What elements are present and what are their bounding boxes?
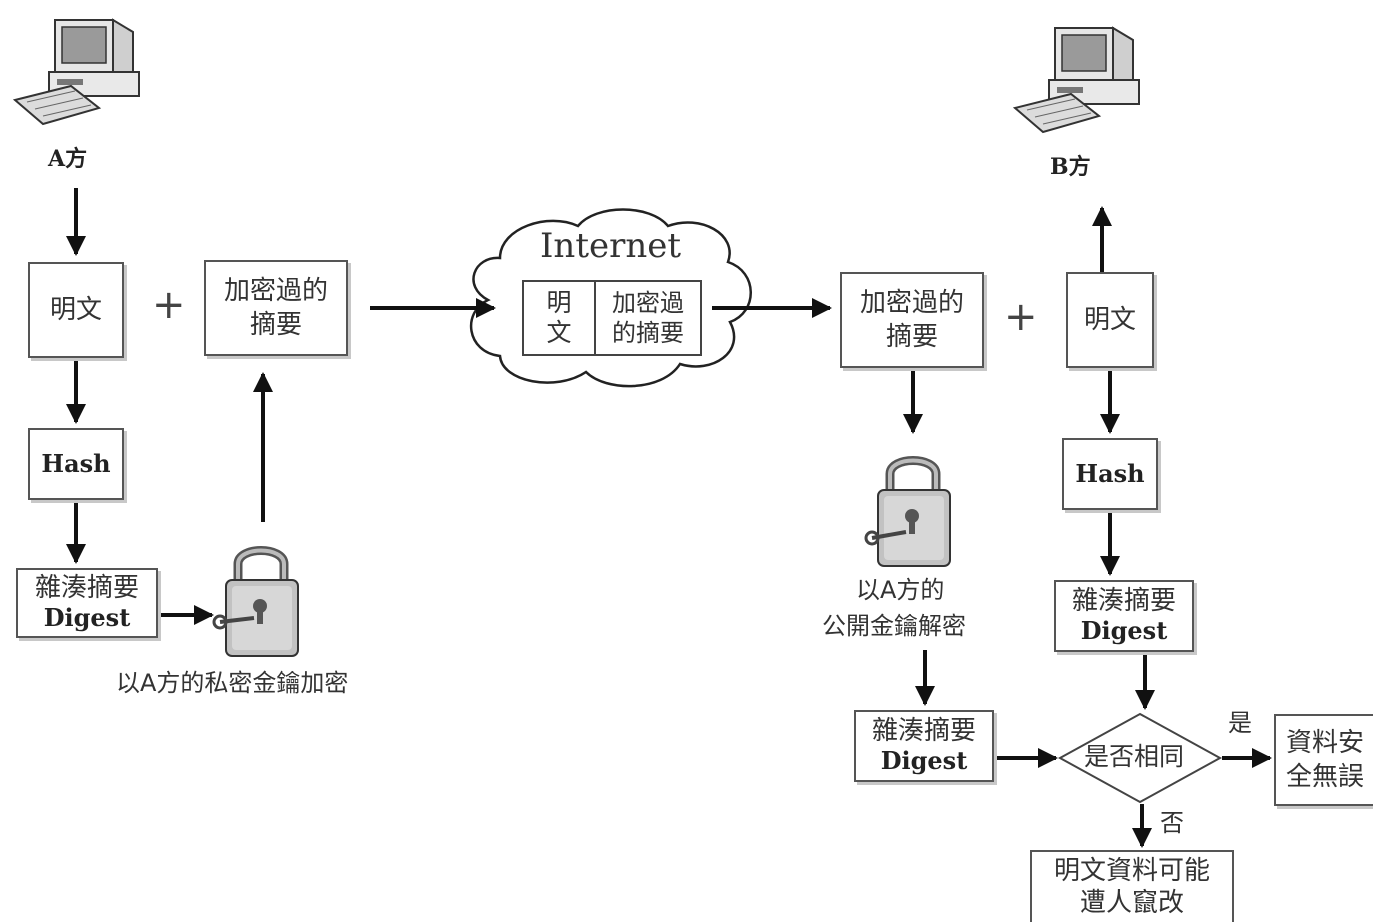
hash-label-right: Hash <box>1075 459 1145 488</box>
compare-label: 是否相同 <box>1084 742 1185 771</box>
digest-b-line1: 雜湊摘要 <box>871 716 976 746</box>
data-safe-line1: 資料安 <box>1286 728 1365 758</box>
packet-plaintext-cell: 明 文 <box>524 282 596 354</box>
tampered-line1: 明文資料可能 <box>1053 856 1210 886</box>
packet-digest-line2: 的摘要 <box>612 319 684 347</box>
tampered-box: 明文資料可能 遭人竄改 <box>1030 850 1234 922</box>
tampered-line2: 遭人竄改 <box>1079 888 1184 918</box>
sender-label: A方 <box>48 146 88 172</box>
digest-a-line2: Digest <box>1080 616 1168 645</box>
private-key-lock-icon <box>212 546 299 657</box>
plaintext-box-right: 明文 <box>1066 272 1154 368</box>
public-key-lock-icon <box>864 456 951 567</box>
digest-box-right-a: 雜湊摘要 Digest <box>1054 580 1194 652</box>
receiver-label: B方 <box>1050 154 1091 180</box>
internet-title: Internet <box>540 226 682 266</box>
computer-b-icon <box>1012 26 1140 134</box>
encrypted-digest-line1-right: 加密過的 <box>859 288 964 318</box>
public-key-caption-line2: 公開金鑰解密 <box>822 612 966 640</box>
digest-box-left: 雜湊摘要 Digest <box>16 568 158 638</box>
packet-digest-line1: 加密過 <box>612 289 684 317</box>
plaintext-label-right: 明文 <box>1083 305 1136 335</box>
data-safe-box: 資料安 全無誤 <box>1274 714 1373 806</box>
encrypted-digest-line2-left: 摘要 <box>249 310 302 340</box>
private-key-caption: 以A方的私密金鑰加密 <box>116 669 349 697</box>
computer-a-icon <box>12 18 140 126</box>
compare-diamond <box>1057 712 1223 804</box>
digest-line1-left: 雜湊摘要 <box>34 573 139 603</box>
digest-line2-left: Digest <box>43 603 131 632</box>
encrypted-digest-box-left: 加密過的 摘要 <box>204 260 348 356</box>
plaintext-label-left: 明文 <box>49 295 102 325</box>
hash-box-right: Hash <box>1062 438 1158 510</box>
packet-plaintext-line1: 明 <box>546 288 572 317</box>
yes-label: 是 <box>1228 709 1252 737</box>
packet-plaintext-line2: 文 <box>546 318 572 347</box>
plaintext-box-left: 明文 <box>28 262 124 358</box>
plus-sign-left: + <box>152 282 186 328</box>
hash-label-left: Hash <box>41 449 111 478</box>
hash-box-left: Hash <box>28 428 124 500</box>
packet-digest-cell: 加密過 的摘要 <box>596 282 700 354</box>
digest-a-line1: 雜湊摘要 <box>1071 586 1176 616</box>
no-label: 否 <box>1160 809 1184 837</box>
data-safe-line2: 全無誤 <box>1286 762 1365 792</box>
internet-packet: 明 文 加密過 的摘要 <box>522 280 702 356</box>
encrypted-digest-line1-left: 加密過的 <box>223 276 328 306</box>
encrypted-digest-box-right: 加密過的 摘要 <box>840 272 984 368</box>
digest-box-right-b: 雜湊摘要 Digest <box>854 710 994 782</box>
digest-b-line2: Digest <box>880 746 968 775</box>
public-key-caption-line1: 以A方的 <box>856 576 945 604</box>
plus-sign-right: + <box>1004 294 1038 340</box>
encrypted-digest-line2-right: 摘要 <box>885 322 938 352</box>
